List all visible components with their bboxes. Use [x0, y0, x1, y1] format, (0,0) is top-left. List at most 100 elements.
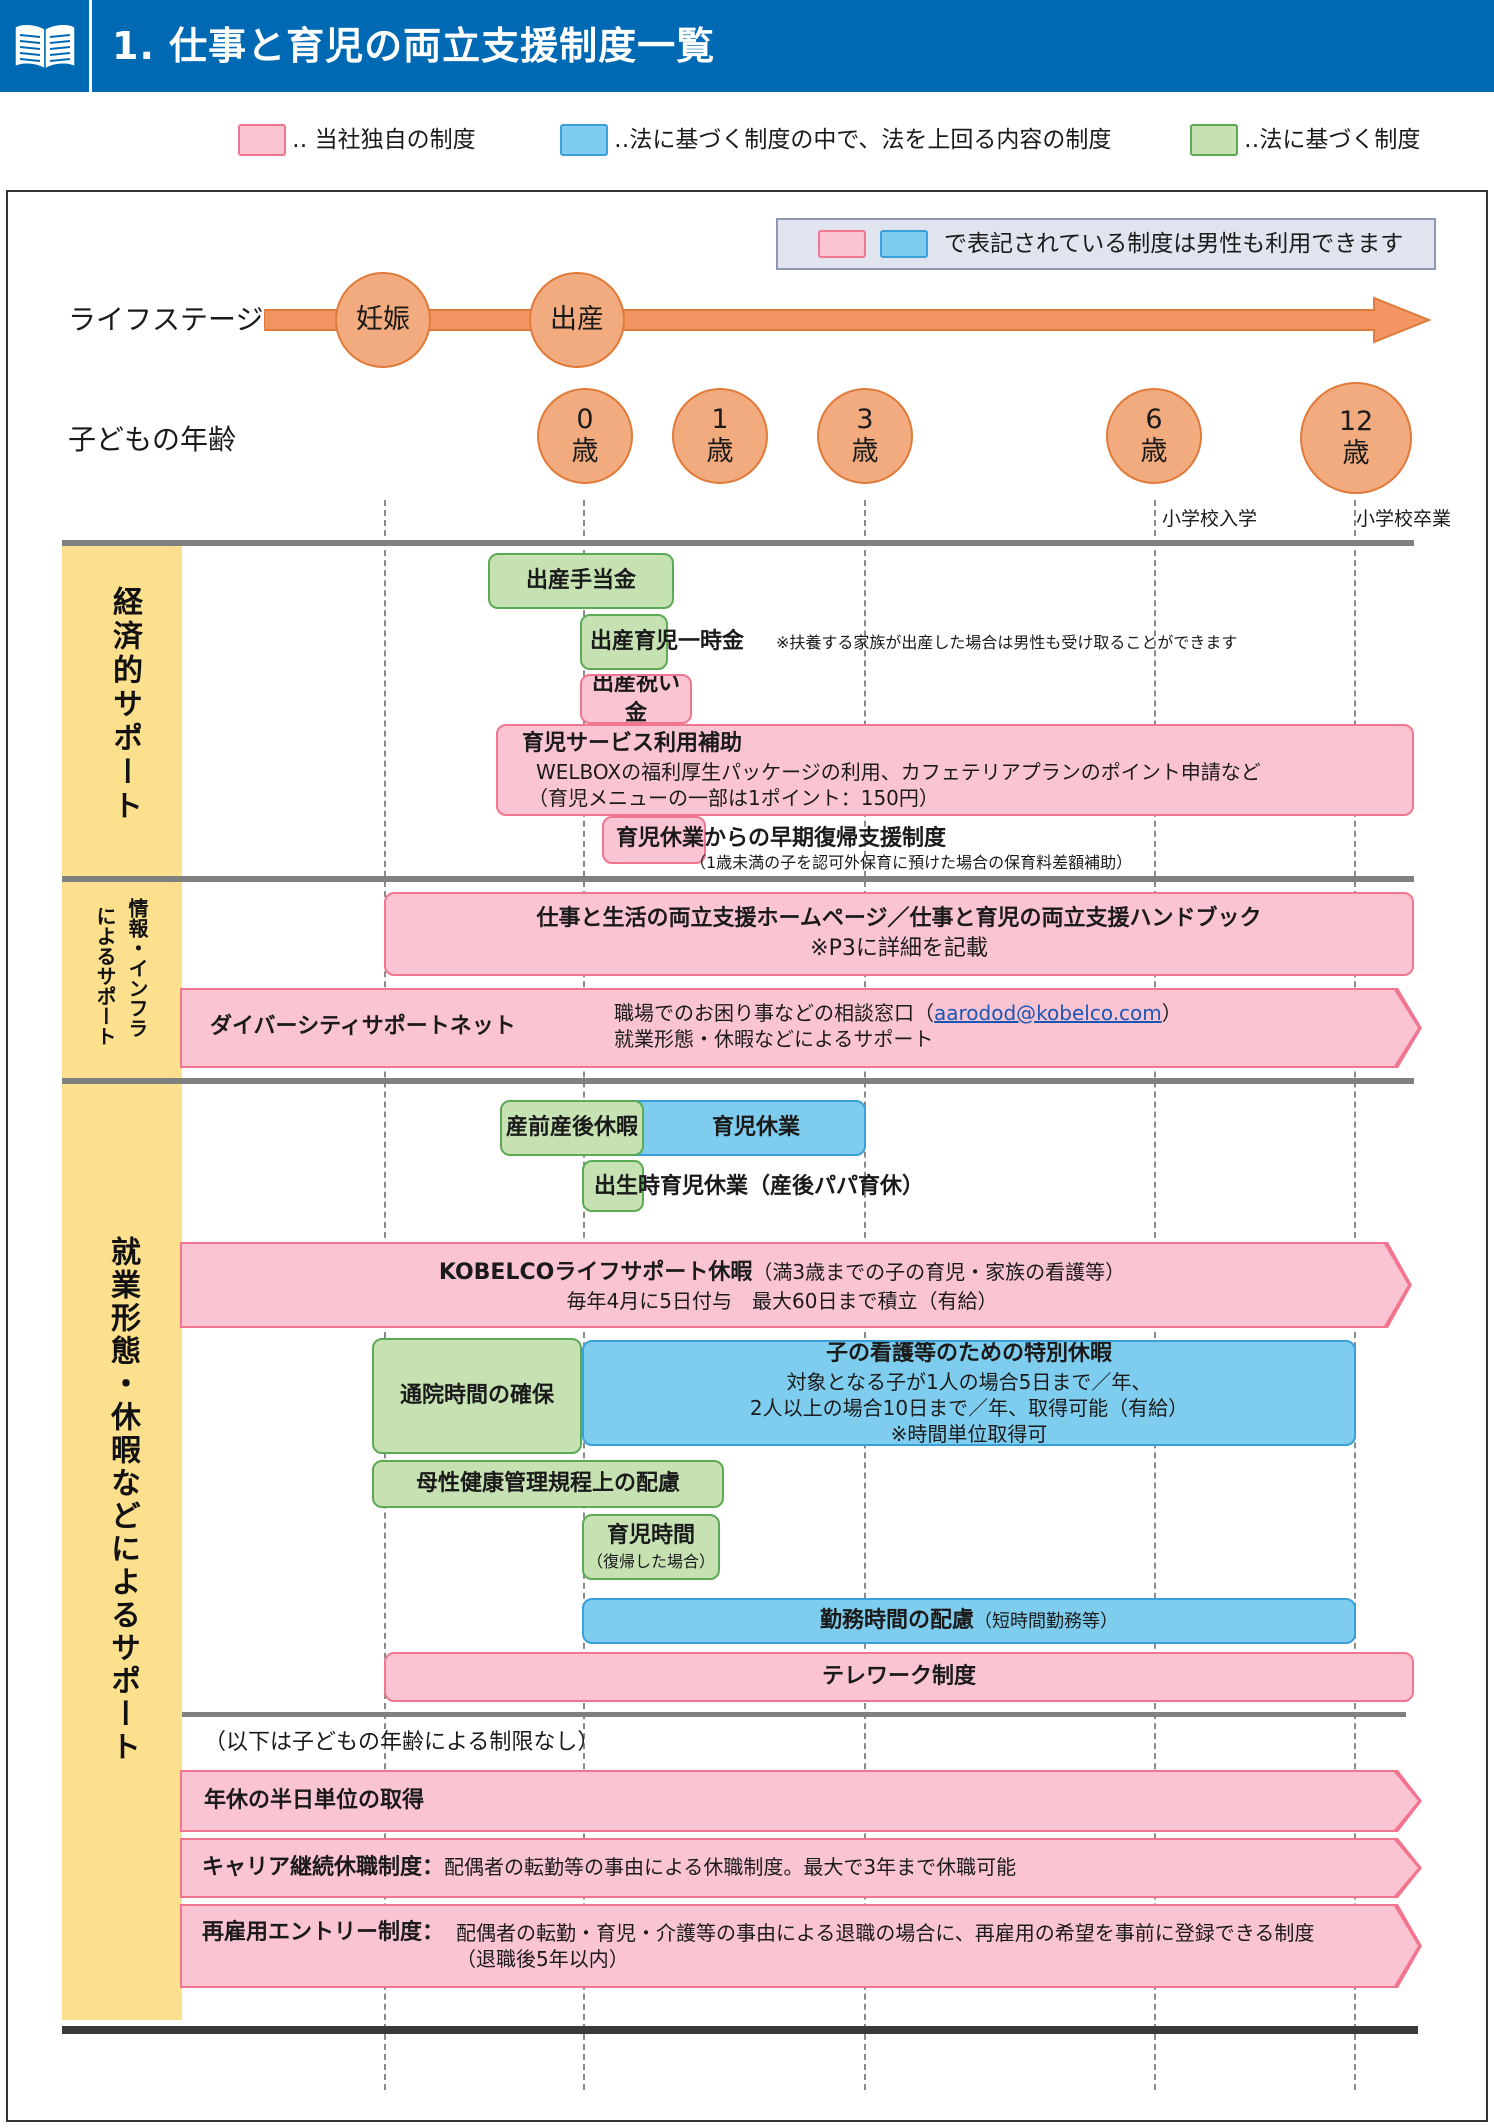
age-circle-12: 12 歳 [1300, 382, 1412, 494]
legend-label-law: ‥法に基づく制度 [1244, 127, 1421, 153]
celebration-label: 出産祝い金 [591, 674, 680, 724]
life-support-line1: KOBELCOライフサポート休暇（満3歳までの子の育児・家族の看護等） [182, 1258, 1382, 1288]
childcare-time-note: （復帰した場合） [586, 1552, 715, 1571]
celebration-box: 出産祝い金 [580, 674, 692, 724]
life-support-paren: （満3歳までの子の育児・家族の看護等） [752, 1260, 1126, 1284]
life-support-line2: 毎年4月に5日付与 最大60日まで積立（有給） [566, 1289, 998, 1313]
nursing-leave-box: 子の看護等のための特別休暇 対象となる子が1人の場合5日まで／年、 2人以上の場… [582, 1340, 1356, 1446]
career-arrow [182, 1840, 1418, 1896]
category-economic [62, 546, 182, 878]
childcare-leave-label: 育児休業 [711, 1115, 800, 1140]
age-1-num: 1 [711, 404, 729, 435]
childcare-leave-box: 育児休業 [610, 1100, 866, 1156]
life-stage-label: ライフステージ [68, 303, 264, 336]
reentry-arrow [182, 1906, 1418, 1986]
nursing-line2: 2人以上の場合10日まで／年、取得可能（有給） [749, 1396, 1189, 1420]
legend-swatch-company [238, 124, 286, 156]
work-hours-box: 勤務時間の配慮（短時間勤務等） [582, 1598, 1356, 1644]
diversity-email-link[interactable]: aarodod@kobelco.com [934, 1001, 1162, 1025]
maternity-leave-box: 産前産後休暇 [500, 1100, 644, 1156]
work-hours-note: （短時間勤務等） [974, 1611, 1118, 1632]
category-work-label: 就業形態・休暇などによるサポート [105, 1236, 140, 1764]
age-1-unit: 歳 [706, 436, 734, 467]
child-age-label: 子どもの年齢 [68, 423, 237, 456]
separator-info-work [62, 1078, 1414, 1084]
page-title: 1. 仕事と育児の両立支援制度一覧 [112, 24, 716, 68]
homepage-box: 仕事と生活の両立支援ホームページ／仕事と育児の両立支援ハンドブック ※P3に詳細… [384, 892, 1414, 976]
age-6-unit: 歳 [1140, 436, 1168, 467]
birth-allowance-box: 出産手当金 [488, 553, 674, 609]
diversity-line2: 就業形態・休暇などによるサポート [614, 1027, 934, 1051]
work-hours-label: 勤務時間の配慮 [819, 1608, 974, 1633]
men-note-text: で表記されている制度は男性も利用できます [944, 231, 1404, 257]
childcare-service-line2: （育児メニューの一部は1ポイント：150円） [528, 786, 939, 810]
birth-allowance-label: 出産手当金 [525, 568, 636, 593]
separator-no-age-limit [182, 1712, 1406, 1717]
separator-economic-info [62, 876, 1414, 882]
age-circle-3: 3 歳 [817, 388, 913, 484]
header-bar [0, 0, 1494, 92]
childcare-service-title: 育児サービス利用補助 [522, 731, 743, 756]
half-day-arrow [182, 1772, 1418, 1830]
early-return-title: 育児休業からの早期復帰支援制度 [616, 826, 947, 851]
homepage-line1: 仕事と生活の両立支援ホームページ／仕事と育児の両立支援ハンドブック [536, 906, 1262, 931]
career-text-row: キャリア継続休職制度：配偶者の転勤等の事由による休職制度。最大で3年まで休職可能 [202, 1853, 1016, 1883]
childcare-service-line1: WELBOXの福利厚生パッケージの利用、カフェテリアプランのポイント申請など [536, 760, 1261, 784]
stage-pregnancy-label: 妊娠 [356, 304, 410, 335]
homepage-line2: ※P3に詳細を記載 [810, 936, 988, 961]
diversity-arrow [182, 990, 1418, 1066]
age-12-unit: 歳 [1342, 438, 1370, 469]
nursing-line3: ※時間単位取得可 [890, 1422, 1048, 1446]
category-work [62, 1084, 182, 2020]
half-day-label: 年休の半日単位の取得 [204, 1788, 425, 1813]
book-icon [13, 23, 76, 71]
childcare-time-box: 育児時間 （復帰した場合） [582, 1514, 720, 1580]
age-3-num: 3 [856, 404, 874, 435]
diversity-line1-post: ） [1161, 1001, 1182, 1025]
childcare-service-box: 育児サービス利用補助 WELBOXの福利厚生パッケージの利用、カフェテリアプラン… [496, 724, 1414, 816]
lump-sum-box [580, 614, 668, 670]
stage-birth-label: 出産 [550, 304, 604, 335]
maternal-health-label: 母性健康管理規程上の配慮 [415, 1471, 680, 1496]
school-entry-label: 小学校入学 [1162, 508, 1258, 530]
no-age-limit-note: （以下は子どもの年齢による制限なし） [204, 1730, 600, 1755]
early-return-note: （1歳未満の子を認可外保育に預けた場合の保育料差額補助） [690, 853, 1133, 872]
telework-label: テレワーク制度 [821, 1664, 976, 1689]
reentry-line2: （退職後5年以内） [456, 1947, 629, 1971]
lump-sum-label: 出産育児一時金 [590, 629, 745, 654]
nursing-line1: 対象となる子が1人の場合5日まで／年、 [786, 1370, 1152, 1394]
age-3-unit: 歳 [851, 436, 879, 467]
age-6-num: 6 [1145, 404, 1163, 435]
work-hours-text: 勤務時間の配慮（短時間勤務等） [820, 1606, 1118, 1636]
childcare-time-label: 育児時間 [606, 1523, 695, 1548]
separator-top [62, 540, 1414, 546]
age-circle-1: 1 歳 [672, 388, 768, 484]
reentry-line1: 配偶者の転勤・育児・介護等の事由による退職の場合に、再雇用の希望を事前に登録でき… [456, 1921, 1315, 1945]
career-title: キャリア継続休職制度： [202, 1855, 445, 1880]
age-0-unit: 歳 [571, 436, 599, 467]
diversity-line1-pre: 職場でのお困り事などの相談窓口（ [614, 1001, 934, 1025]
category-info [62, 882, 182, 1080]
category-economic-label: 経済的サポート [107, 586, 142, 824]
legend-swatch-above-law [560, 124, 608, 156]
early-return-box [602, 816, 706, 864]
diversity-title: ダイバーシティサポートネット [210, 1014, 516, 1039]
main-frame [6, 190, 1488, 2122]
reentry-title: 再雇用エントリー制度： [202, 1920, 445, 1945]
clinic-time-box: 通院時間の確保 [372, 1338, 582, 1454]
life-stage-arrow [264, 296, 1432, 344]
legend-label-company: ‥ 当社独自の制度 [292, 127, 476, 153]
nursing-title: 子の看護等のための特別休暇 [825, 1341, 1112, 1366]
separator-bottom [62, 2026, 1418, 2034]
men-note-pink-swatch [818, 230, 866, 258]
category-info-label-1: 情報・インフラ [125, 898, 149, 1038]
category-info-label-2: によるサポート [93, 906, 117, 1046]
legend-label-above-law: ‥法に基づく制度の中で、法を上回る内容の制度 [614, 127, 1112, 153]
stage-circle-pregnancy: 妊娠 [335, 272, 431, 368]
maternal-health-box: 母性健康管理規程上の配慮 [372, 1460, 724, 1508]
lump-sum-note: ※扶養する家族が出産した場合は男性も受け取ることができます [776, 633, 1238, 652]
paternity-leave-box [582, 1160, 644, 1212]
life-support-arrow [182, 1244, 1408, 1326]
diversity-line1: 職場でのお困り事などの相談窓口（aarodod@kobelco.com） [614, 1000, 1182, 1026]
clinic-time-label: 通院時間の確保 [399, 1383, 554, 1408]
